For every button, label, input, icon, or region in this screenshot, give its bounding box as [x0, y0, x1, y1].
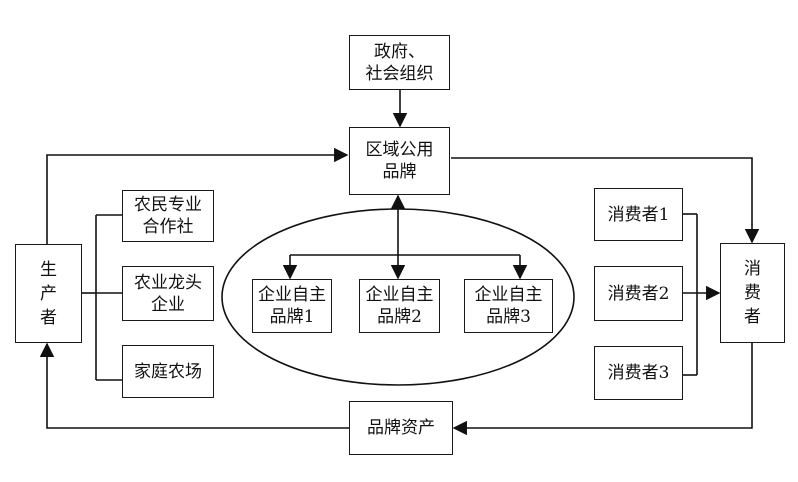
enterprise-brand-2-box: 企业自主 品牌2: [359, 279, 440, 333]
enterprise-brand-1-label: 企业自主 品牌1: [258, 285, 326, 327]
edge-brand-to-consumers: [451, 157, 760, 244]
government-box: 政府、 社会组织: [349, 35, 450, 90]
producer-box: 生 产 者: [15, 244, 82, 343]
family-farm-label: 家庭农场: [134, 361, 202, 382]
leading-enterprise-box: 农业龙头 企业: [122, 266, 214, 321]
enterprise-brands-ellipse: [221, 208, 575, 386]
consumers-box: 消 费 者: [720, 243, 785, 343]
leading-enterprise-label: 农业龙头 企业: [134, 272, 202, 315]
family-farm-box: 家庭农场: [122, 345, 214, 398]
enterprise-brand-3-label: 企业自主 品牌3: [474, 285, 543, 327]
cooperative-box: 农民专业 合作社: [122, 190, 214, 242]
consumers-label: 消 费 者: [744, 259, 761, 327]
regional-brand-label: 区域公用 品牌: [365, 140, 434, 182]
enterprise-brand-3-box: 企业自主 品牌3: [464, 279, 553, 333]
consumer-3-box: 消费者3: [594, 346, 683, 400]
enterprise-brand-1-box: 企业自主 品牌1: [252, 279, 332, 333]
brand-assets-label: 品牌资产: [367, 418, 435, 438]
brand-assets-box: 品牌资产: [349, 401, 453, 455]
regional-brand-box: 区域公用 品牌: [349, 127, 450, 195]
consumer-2-label: 消费者2: [607, 283, 670, 304]
consumer-1-box: 消费者1: [594, 188, 683, 241]
enterprise-brand-2-label: 企业自主 品牌2: [365, 285, 434, 327]
consumer-1-label: 消费者1: [607, 204, 670, 225]
edge-consumers-to-assets: [452, 343, 753, 436]
consumer-3-label: 消费者3: [607, 363, 670, 383]
producer-label: 生 产 者: [40, 259, 57, 328]
edge-producer-to-brand: [46, 147, 349, 245]
edge-assets-to-producer: [39, 342, 349, 429]
government-label: 政府、 社会组织: [365, 41, 434, 84]
cooperative-label: 农民专业 合作社: [134, 195, 202, 237]
consumer-2-box: 消费者2: [594, 266, 683, 321]
